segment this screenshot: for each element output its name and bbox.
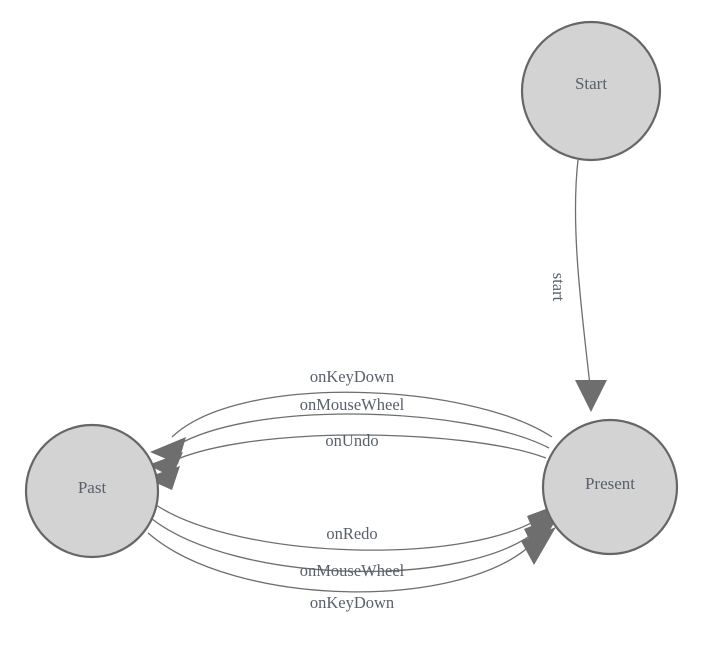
edge-present-to-past-onmousewheel-label: onMouseWheel (300, 395, 405, 414)
edge-start-to-present-path (574, 159, 591, 387)
edge-past-to-present-onkeydown-label: onKeyDown (310, 593, 394, 612)
edge-present-to-past-onundo-path (162, 434, 547, 467)
edge-present-to-past-onundo-label: onUndo (325, 431, 378, 450)
edge-past-to-present-onkeydown-arrowhead (521, 527, 556, 565)
node-present-circle[interactable] (541, 418, 679, 556)
node-present-label: Present (585, 474, 635, 493)
edge-start-to-present: start (549, 159, 607, 412)
edge-past-to-present-onkeydown-path (147, 532, 536, 593)
edge-present-to-past-onkeydown-path (171, 391, 553, 438)
edge-past-to-present-onkeydown: onKeyDown (147, 527, 556, 612)
edge-past-to-present-onredo-label: onRedo (326, 524, 377, 543)
node-start[interactable]: Start (520, 20, 662, 162)
node-past[interactable]: Past (24, 423, 160, 559)
edge-past-to-present-onmousewheel-path (151, 518, 540, 573)
edge-present-to-past-onundo: onUndo (145, 431, 547, 490)
edge-present-to-past-onundo-arrowhead (145, 466, 180, 490)
edge-start-to-present-label: start (549, 273, 568, 302)
edge-past-to-present-onredo: onRedo (155, 503, 562, 551)
node-start-label: Start (575, 74, 607, 93)
edge-present-to-past-onmousewheel-path (166, 413, 550, 453)
edge-start-to-present-arrowhead (575, 380, 607, 412)
edge-present-to-past-onkeydown-label: onKeyDown (310, 367, 394, 386)
node-past-circle[interactable] (24, 423, 160, 559)
node-present[interactable]: Present (541, 418, 679, 556)
node-start-circle[interactable] (520, 20, 662, 162)
edge-past-to-present-onmousewheel-label: onMouseWheel (300, 561, 405, 580)
node-past-label: Past (78, 478, 107, 497)
edge-past-to-present-onredo-path (155, 504, 544, 551)
